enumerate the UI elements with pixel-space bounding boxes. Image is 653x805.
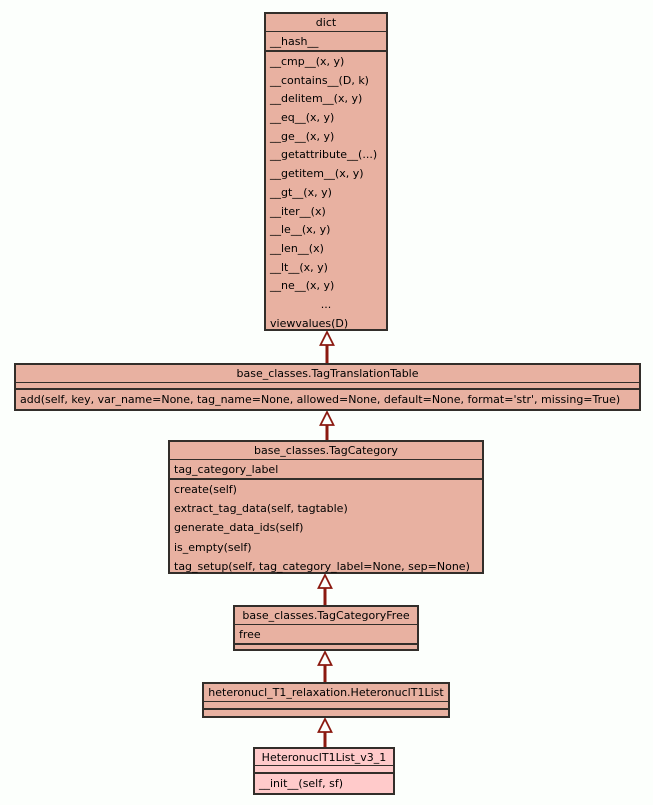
method-row: __getattribute__(...) xyxy=(270,148,378,162)
method-row: __le__(x, y) xyxy=(270,223,331,237)
methods-compartment: __cmp__(x, y) __contains__(D, k) __delit… xyxy=(266,52,386,333)
method-row: tag_setup(self, tag_category_label=None,… xyxy=(174,559,470,573)
class-box-dict[interactable]: dict __hash__ __cmp__(x, y) __contains__… xyxy=(264,12,388,331)
attributes-compartment-empty xyxy=(255,766,393,774)
methods-compartment-empty xyxy=(204,710,448,716)
attributes-compartment: __hash__ xyxy=(266,32,386,52)
method-row: __cmp__(x, y) xyxy=(270,54,345,68)
method-row: __getitem__(x, y) xyxy=(270,167,364,181)
methods-compartment-empty xyxy=(235,645,417,649)
methods-compartment: create(self) extract_tag_data(self, tagt… xyxy=(170,480,482,576)
method-row: create(self) xyxy=(174,483,237,497)
attributes-compartment: free xyxy=(235,625,417,645)
inheritance-arrow xyxy=(317,574,333,605)
inheritance-arrow xyxy=(317,651,333,682)
ellipsis-row: ... xyxy=(320,298,332,312)
inheritance-arrow xyxy=(319,411,335,440)
method-row: __len__(x) xyxy=(270,242,324,256)
attribute-row: free xyxy=(239,627,261,641)
method-row: __gt__(x, y) xyxy=(270,185,332,199)
class-box-tagcategoryfree[interactable]: base_classes.TagCategoryFree free xyxy=(233,605,419,651)
class-title: base_classes.TagCategoryFree xyxy=(235,607,417,625)
attributes-compartment-empty xyxy=(204,702,448,710)
method-row: __ne__(x, y) xyxy=(270,279,335,293)
class-title: heteronucl_T1_relaxation.HeteronuclT1Lis… xyxy=(204,684,448,702)
method-row: __contains__(D, k) xyxy=(270,73,369,87)
inheritance-arrow xyxy=(319,331,335,363)
method-row: add(self, key, var_name=None, tag_name=N… xyxy=(20,393,621,406)
attribute-row: tag_category_label xyxy=(174,462,279,476)
method-row: extract_tag_data(self, tagtable) xyxy=(174,502,348,516)
methods-compartment: add(self, key, var_name=None, tag_name=N… xyxy=(16,390,639,409)
method-row: __ge__(x, y) xyxy=(270,129,335,143)
class-title: dict xyxy=(266,14,386,32)
method-row: viewvalues(D) xyxy=(270,316,349,330)
class-title: base_classes.TagTranslationTable xyxy=(16,365,639,383)
method-row: __init__(self, sf) xyxy=(259,777,344,790)
attributes-compartment: tag_category_label xyxy=(170,460,482,480)
class-title: base_classes.TagCategory xyxy=(170,442,482,460)
inheritance-arrow xyxy=(317,718,333,747)
method-row: __lt__(x, y) xyxy=(270,260,328,274)
attributes-compartment-empty xyxy=(16,383,639,390)
class-box-heteronuclt1list[interactable]: heteronucl_T1_relaxation.HeteronuclT1Lis… xyxy=(202,682,450,718)
attribute-row: __hash__ xyxy=(270,34,319,48)
class-title: HeteronuclT1List_v3_1 xyxy=(255,749,393,766)
method-row: generate_data_ids(self) xyxy=(174,521,304,535)
methods-compartment: __init__(self, sf) xyxy=(255,774,393,793)
method-row: __delitem__(x, y) xyxy=(270,92,363,106)
method-row: is_empty(self) xyxy=(174,540,252,554)
method-row: __iter__(x) xyxy=(270,204,326,218)
class-box-tagcategory[interactable]: base_classes.TagCategory tag_category_la… xyxy=(168,440,484,574)
class-box-heteronuclt1list-v3-1[interactable]: HeteronuclT1List_v3_1 __init__(self, sf) xyxy=(253,747,395,795)
method-row: __eq__(x, y) xyxy=(270,111,335,125)
class-box-tagtranslationtable[interactable]: base_classes.TagTranslationTable add(sel… xyxy=(14,363,641,411)
